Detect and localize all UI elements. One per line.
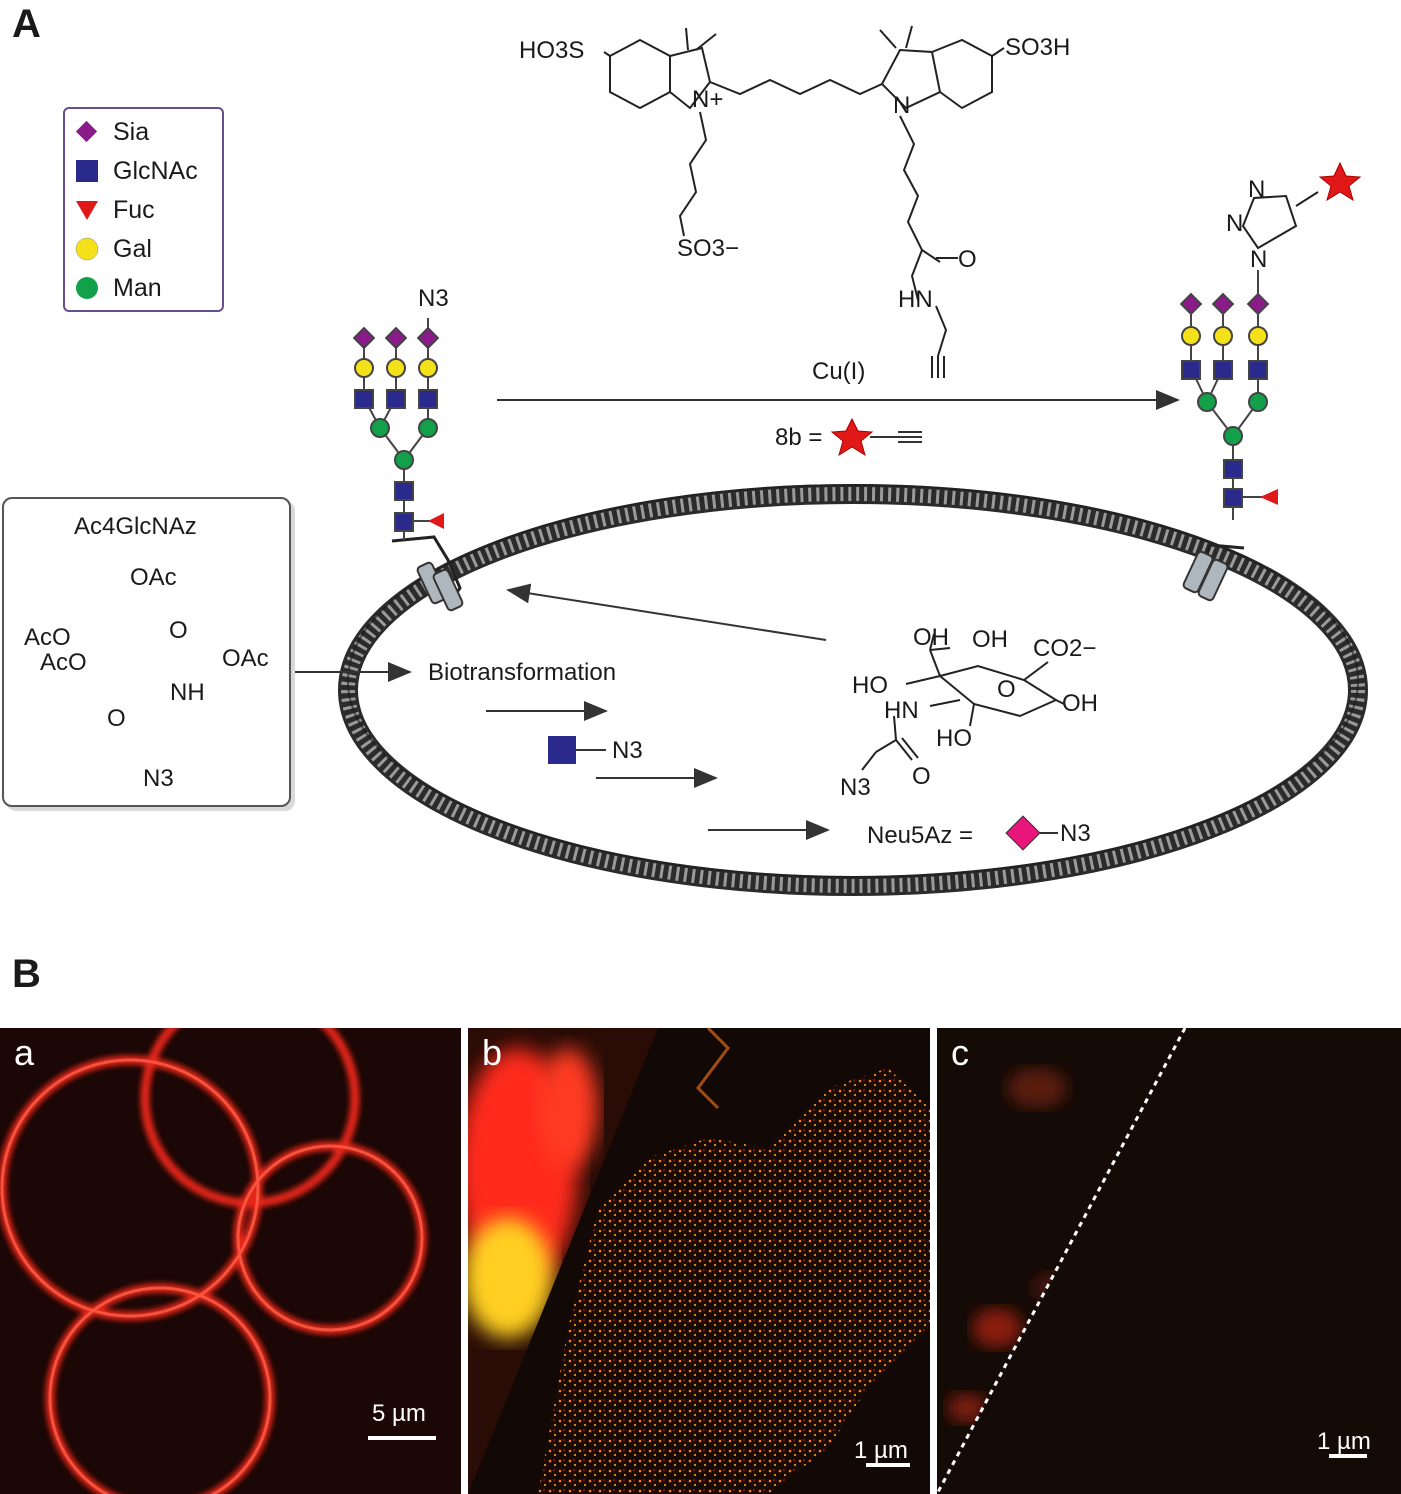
sialic-oh-1: OH — [913, 624, 949, 651]
micrograph-a: a 5 µm — [0, 1028, 461, 1494]
legend-label: Sia — [113, 117, 150, 146]
glcnaz-azide-label: N3 — [612, 737, 643, 764]
diamond-icon — [75, 120, 98, 143]
cyanine-dye — [603, 25, 1005, 378]
neu5az-azide-label: N3 — [1060, 820, 1091, 847]
reagent-alkyne — [870, 431, 922, 443]
precursor-azide: N3 — [143, 765, 174, 792]
glycan-left — [352, 318, 444, 540]
sialic-oh-right: OH — [1062, 690, 1098, 717]
membrane-anchor-right — [1182, 543, 1245, 602]
micrograph-a-label: a — [14, 1032, 35, 1073]
sialic-ho-left: HO — [852, 672, 888, 699]
legend-label: GlcNAc — [113, 156, 198, 185]
precursor-ring-o: O — [169, 617, 188, 644]
sialic-ring-o: O — [997, 676, 1016, 703]
legend-item-gal: Gal — [73, 234, 152, 264]
glcnaz-square-icon — [548, 736, 576, 764]
legend-item-sia: Sia — [73, 117, 149, 147]
precursor-box — [2, 497, 291, 807]
scheme-drawing — [81, 25, 1368, 896]
sialic-acid-structure — [861, 633, 1065, 771]
legend-label: Gal — [113, 234, 152, 263]
arrow-to-surface — [506, 583, 827, 641]
precursor-aco-1: AcO — [24, 624, 71, 651]
biotransformation-label: Biotransformation — [428, 659, 617, 686]
micrograph-b: b 1 µm — [468, 1028, 930, 1494]
micrograph-c-scale: 1 µm — [1317, 1428, 1371, 1455]
legend-item-man: Man — [73, 273, 162, 303]
dye-n-plus: N+ — [692, 86, 724, 113]
neu5az-label: Neu5Az = — [867, 822, 974, 849]
precursor-title: Ac4GlcNAz — [74, 513, 197, 540]
precursor-carbonyl-o: O — [107, 705, 126, 732]
circle-icon — [75, 237, 99, 261]
legend: Sia GlcNAc Fuc Gal Man — [63, 107, 224, 312]
precursor-oac-top: OAc — [130, 564, 177, 591]
reagent-star — [830, 417, 874, 457]
circle-icon — [76, 277, 98, 299]
reagent-label: 8b = — [775, 424, 823, 451]
micrograph-c-label: c — [951, 1032, 969, 1073]
micrograph-b-scale: 1 µm — [854, 1437, 908, 1464]
sialic-azide: N3 — [840, 774, 871, 801]
dye-left-sulfonate: HO3S — [519, 37, 585, 64]
dye-n: N — [893, 92, 911, 119]
legend-label: Man — [113, 273, 162, 302]
sialic-hn: HN — [884, 697, 919, 724]
panel-a-label: A — [12, 2, 41, 46]
triangle-icon — [76, 201, 98, 220]
sialic-co2: CO2− — [1033, 635, 1097, 662]
micrograph-c: c 1 µm — [937, 1028, 1401, 1494]
dye-star-right — [1318, 161, 1362, 202]
precursor-nh: NH — [170, 679, 205, 706]
triazole-ring — [1241, 191, 1319, 250]
square-icon — [76, 160, 98, 182]
catalyst-label: Cu(I) — [812, 358, 866, 385]
dye-right-sulfonate: SO3H — [1005, 34, 1071, 61]
legend-item-glcnac: GlcNAc — [73, 156, 198, 186]
dye-sulfonate-anion: SO3− — [677, 235, 740, 262]
triazole-n-label: N — [1248, 176, 1266, 203]
dye-amide-hn: HN — [898, 286, 933, 313]
dye-amide-o: O — [958, 246, 977, 273]
legend-label: Fuc — [113, 195, 155, 224]
micrograph-a-scale: 5 µm — [372, 1400, 426, 1427]
triazole-n-label: N — [1250, 246, 1268, 273]
precursor-oac-right: OAc — [222, 645, 269, 672]
sialic-ho-bottom: HO — [936, 725, 972, 752]
azide-left-label: N3 — [418, 285, 449, 312]
legend-item-fuc: Fuc — [73, 195, 155, 225]
glycan-right — [1179, 270, 1278, 520]
membrane-anchor-left — [391, 535, 464, 612]
sialic-oh-2: OH — [972, 626, 1008, 653]
micrograph-b-label: b — [482, 1032, 503, 1073]
precursor-aco-2: AcO — [40, 649, 87, 676]
sialic-carbonyl-o: O — [912, 763, 931, 790]
divider-dashed-line — [937, 1028, 1187, 1494]
panel-b-label: B — [12, 952, 41, 996]
neu5az-diamond-icon — [1005, 815, 1041, 851]
triazole-n-label: N — [1226, 210, 1244, 237]
